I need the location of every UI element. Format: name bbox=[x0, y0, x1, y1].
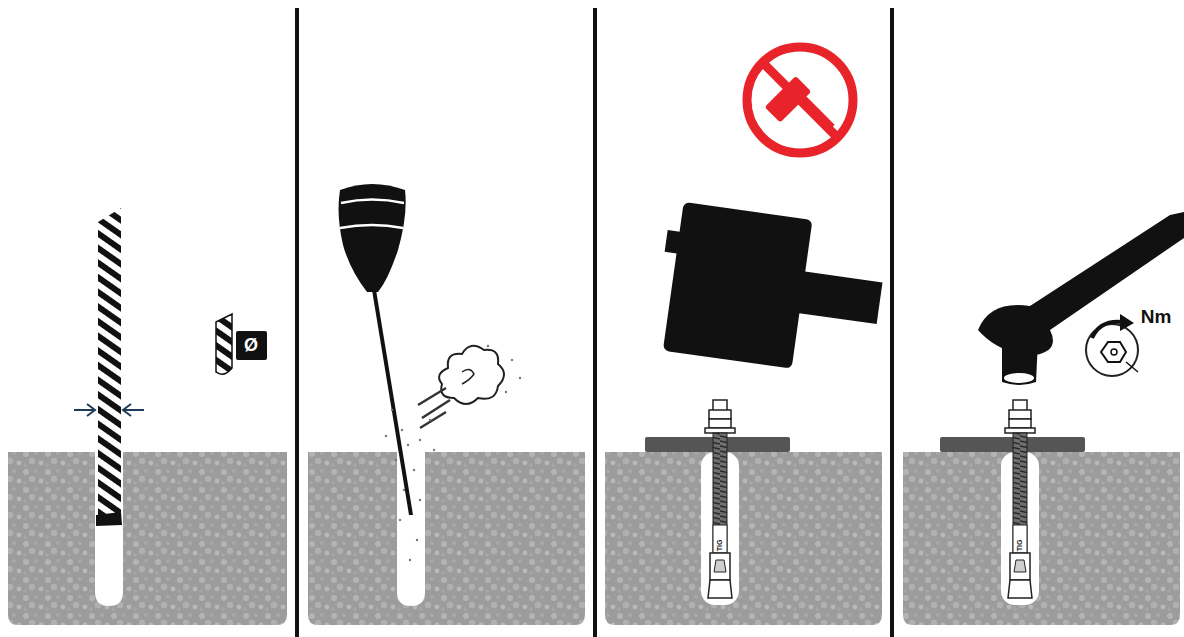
torque-unit: Nm bbox=[1141, 307, 1172, 326]
bolt-marking: TIG bbox=[1016, 539, 1023, 551]
bolt-marking: TIG bbox=[716, 539, 723, 551]
diameter-symbol: Ø bbox=[244, 336, 258, 354]
